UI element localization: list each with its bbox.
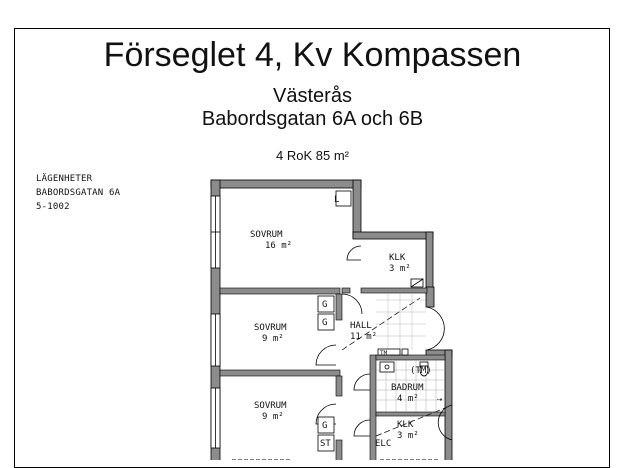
room-klk-1-name: KLK (389, 253, 406, 263)
city-label: Västerås (273, 85, 352, 107)
fixture-tm: (TM) (410, 366, 432, 376)
drawing-sheet (14, 28, 610, 468)
fixture-g-3: G (322, 421, 327, 431)
meta-line-2: BABORDSGATAN 6A (36, 188, 121, 198)
room-hall-area: 11 m² (350, 332, 377, 342)
fixture-st: ST (320, 439, 331, 449)
room-sovrum-1-area: 16 m² (265, 241, 292, 251)
fixture-l: L (334, 195, 339, 205)
fixture-tm-small: TM (380, 350, 388, 357)
arrow-icon: ⇢ (437, 395, 443, 405)
room-klk-1-area: 3 m² (389, 264, 411, 274)
hall-tiles (376, 293, 426, 350)
room-sovrum-2-area: 9 m² (262, 334, 284, 344)
room-badrum-name: BADRUM (391, 383, 424, 393)
room-klk-2-area: 3 m² (397, 431, 419, 441)
document-title: Förseglet 4, Kv Kompassen (103, 36, 522, 74)
apartment-size: 4 RoK 85 m² (276, 148, 349, 163)
room-sovrum-1-name: SOVRUM (250, 230, 283, 240)
fixture-g-1: G (322, 300, 327, 310)
fixture-elc: ELC (375, 439, 391, 449)
room-sovrum-3-name: SOVRUM (254, 401, 287, 411)
address-label: Babordsgatan 6A och 6B (201, 108, 424, 130)
interior-walls (219, 287, 446, 460)
room-hall-name: HALL (350, 321, 372, 331)
room-klk-2-name: KLK (397, 420, 414, 430)
bathroom-fixtures (377, 348, 429, 377)
meta-line-3: 5-1002 (36, 202, 70, 212)
meta-line-1: LÄGENHETER (36, 174, 93, 184)
windows-left (210, 195, 221, 449)
room-sovrum-2-name: SOVRUM (254, 323, 287, 333)
fixture-g-2: G (322, 318, 327, 328)
room-sovrum-3-area: 9 m² (262, 412, 284, 422)
room-badrum-area: 4 m² (397, 394, 419, 404)
doors (315, 245, 453, 441)
fixture-boxes (317, 190, 424, 452)
